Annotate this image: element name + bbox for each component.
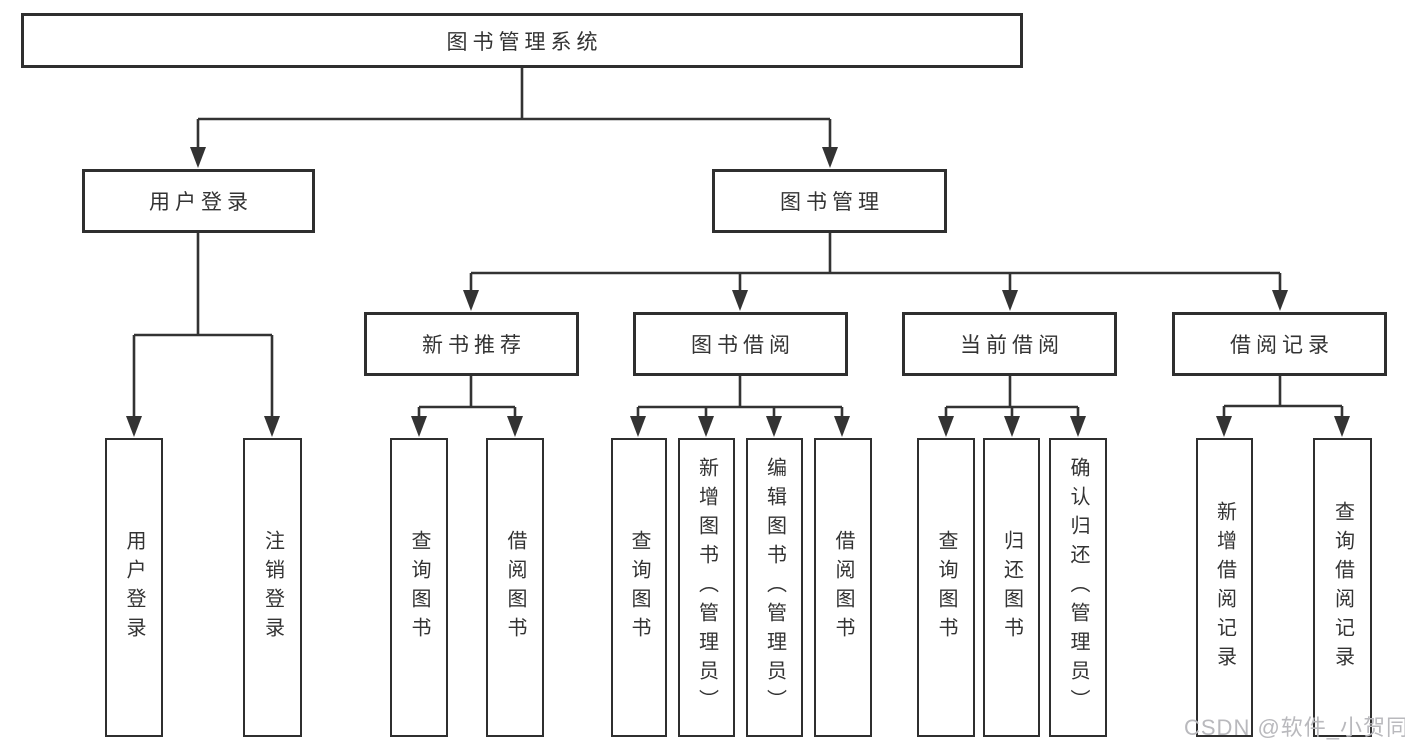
leaf-query-books-recommend: 查询图书 bbox=[390, 438, 448, 737]
arrowhead bbox=[630, 416, 646, 437]
leaf-add-book-admin: 新增图书（管理员） bbox=[678, 438, 735, 737]
leaf-borrow-books-recommend: 借阅图书 bbox=[486, 438, 544, 737]
arrowhead bbox=[126, 416, 142, 437]
arrowhead bbox=[822, 147, 838, 168]
arrowhead bbox=[411, 416, 427, 437]
arrowhead bbox=[834, 416, 850, 437]
node-library-system: 图书管理系统 bbox=[21, 13, 1023, 68]
node-user-login: 用户登录 bbox=[82, 169, 315, 233]
arrowhead bbox=[1070, 416, 1086, 437]
connector-book-borrow-children bbox=[630, 376, 850, 437]
leaf-add-borrow-record: 新增借阅记录 bbox=[1196, 438, 1253, 737]
arrowhead bbox=[1004, 416, 1020, 437]
leaf-query-books-current: 查询图书 bbox=[917, 438, 975, 737]
leaf-query-books-borrowing: 查询图书 bbox=[611, 438, 667, 737]
arrowhead bbox=[264, 416, 280, 437]
node-current-borrowing: 当前借阅 bbox=[902, 312, 1117, 376]
connector-records-children bbox=[1216, 376, 1350, 437]
leaf-logout: 注销登录 bbox=[243, 438, 302, 737]
connector-root-to-level2 bbox=[190, 68, 838, 168]
node-new-book-recommendation: 新书推荐 bbox=[364, 312, 579, 376]
connector-book-management-children bbox=[463, 233, 1288, 311]
leaf-return-book: 归还图书 bbox=[983, 438, 1040, 737]
node-book-borrowing: 图书借阅 bbox=[633, 312, 848, 376]
arrowhead bbox=[1272, 290, 1288, 311]
arrowhead bbox=[732, 290, 748, 311]
leaf-user-login: 用户登录 bbox=[105, 438, 163, 737]
arrowhead bbox=[463, 290, 479, 311]
arrowhead bbox=[190, 147, 206, 168]
arrowhead bbox=[698, 416, 714, 437]
arrowhead bbox=[938, 416, 954, 437]
connector-user-login-children bbox=[126, 233, 280, 437]
node-borrowing-records: 借阅记录 bbox=[1172, 312, 1387, 376]
arrowhead bbox=[766, 416, 782, 437]
connector-current-borrow-children bbox=[938, 376, 1086, 437]
arrowhead bbox=[1334, 416, 1350, 437]
arrowhead bbox=[1002, 290, 1018, 311]
leaf-confirm-return-admin: 确认归还（管理员） bbox=[1049, 438, 1107, 737]
arrowhead bbox=[1216, 416, 1232, 437]
leaf-edit-book-admin: 编辑图书（管理员） bbox=[746, 438, 803, 737]
node-book-management: 图书管理 bbox=[712, 169, 947, 233]
connector-new-book-children bbox=[411, 376, 523, 437]
leaf-query-borrow-record: 查询借阅记录 bbox=[1313, 438, 1372, 737]
leaf-borrow-books-borrowing: 借阅图书 bbox=[814, 438, 872, 737]
arrowhead bbox=[507, 416, 523, 437]
